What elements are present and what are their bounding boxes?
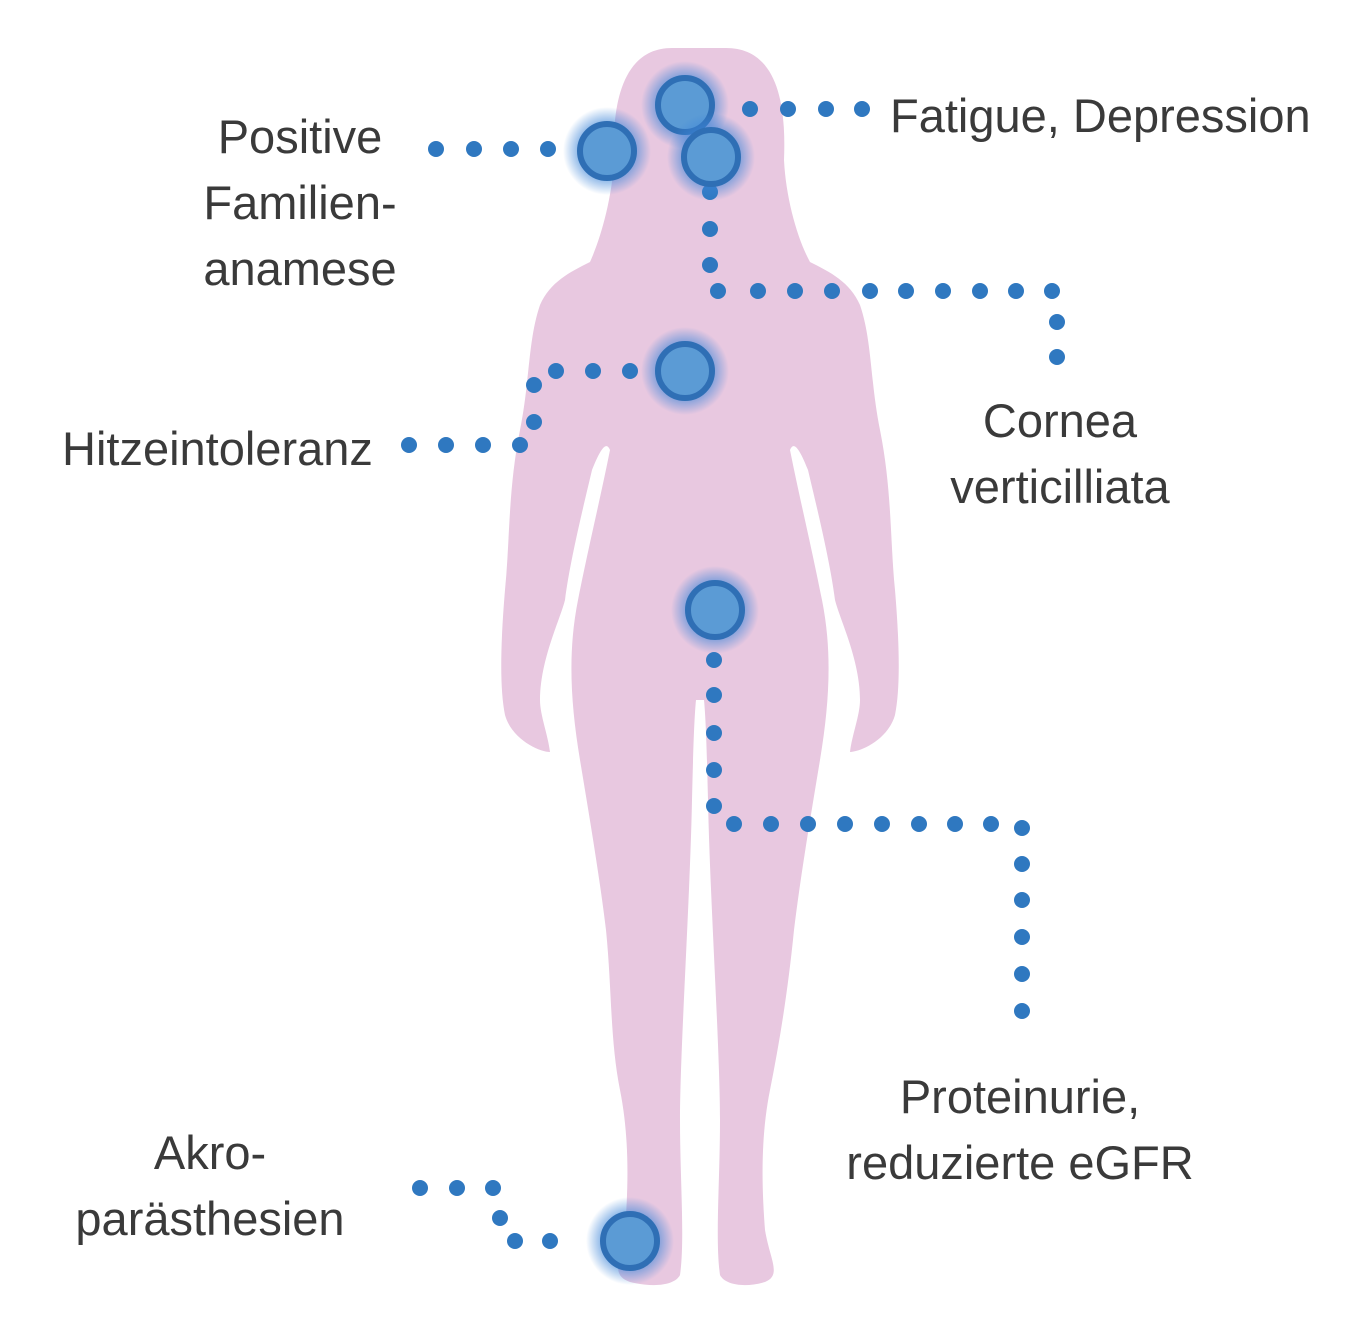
- connector-dot-acro: [507, 1233, 523, 1249]
- label-family-history: Positive Familien- anamese: [203, 110, 397, 295]
- connector-dot-family: [540, 141, 556, 157]
- connector-dot-family: [503, 141, 519, 157]
- connector-dot-cornea: [702, 257, 718, 273]
- connector-dot-kidney: [874, 816, 890, 832]
- connector-dot-kidney: [726, 816, 742, 832]
- connector-dot-fatigue: [854, 101, 870, 117]
- connector-dot-cornea: [702, 221, 718, 237]
- marker-kidney: [671, 566, 759, 654]
- connector-dot-heat: [548, 363, 564, 379]
- label-cornea: Cornea verticilliata: [950, 394, 1170, 513]
- connector-dot-heat: [585, 363, 601, 379]
- connector-dot-kidney: [837, 816, 853, 832]
- marker-heat-intolerance: [641, 327, 729, 415]
- connector-dot-cornea: [710, 283, 726, 299]
- connector-dot-kidney: [800, 816, 816, 832]
- connector-dot-fatigue: [818, 101, 834, 117]
- connector-dot-heat: [475, 437, 491, 453]
- label-acro: Akro- parästhesien: [75, 1126, 345, 1245]
- connector-dot-acro: [412, 1180, 428, 1196]
- connector-dot-kidney: [1014, 856, 1030, 872]
- connector-dot-cornea: [1049, 314, 1065, 330]
- connector-dot-kidney: [911, 816, 927, 832]
- marker-cornea: [667, 113, 755, 201]
- label-kidney: Proteinurie, reduzierte eGFR: [846, 1070, 1194, 1189]
- connector-dot-kidney: [706, 652, 722, 668]
- connector-dot-kidney: [1014, 1003, 1030, 1019]
- connector-dot-cornea: [935, 283, 951, 299]
- connector-dot-kidney: [763, 816, 779, 832]
- connector-dot-acro: [492, 1210, 508, 1226]
- connector-dot-kidney: [706, 798, 722, 814]
- connector-dot-cornea: [824, 283, 840, 299]
- connector-dot-heat: [526, 377, 542, 393]
- connector-dot-cornea: [1044, 283, 1060, 299]
- connector-dot-kidney: [1014, 966, 1030, 982]
- connector-dot-family: [466, 141, 482, 157]
- female-body-silhouette: [501, 48, 899, 1286]
- connector-dot-heat: [401, 437, 417, 453]
- connector-dot-fatigue: [742, 101, 758, 117]
- connector-dot-kidney: [706, 762, 722, 778]
- connector-dot-acro: [542, 1233, 558, 1249]
- connector-dot-heat: [512, 437, 528, 453]
- connector-dot-cornea: [972, 283, 988, 299]
- connector-dot-kidney: [706, 725, 722, 741]
- marker-acro: [586, 1197, 674, 1285]
- dotted-connectors: [401, 101, 1065, 1249]
- connector-dot-kidney: [706, 687, 722, 703]
- connector-dot-cornea: [787, 283, 803, 299]
- connector-dot-cornea: [862, 283, 878, 299]
- connector-dot-kidney: [983, 816, 999, 832]
- connector-dot-heat: [622, 363, 638, 379]
- label-heat-intolerance: Hitzeintoleranz: [62, 422, 373, 475]
- marker-family-history: [563, 107, 651, 195]
- connector-dot-kidney: [1014, 929, 1030, 945]
- connector-dot-cornea: [750, 283, 766, 299]
- connector-dot-acro: [449, 1180, 465, 1196]
- label-fatigue: Fatigue, Depression: [890, 89, 1311, 142]
- connector-dot-acro: [485, 1180, 501, 1196]
- connector-dot-cornea: [898, 283, 914, 299]
- connector-dot-kidney: [947, 816, 963, 832]
- connector-dot-heat: [438, 437, 454, 453]
- connector-dot-kidney: [1014, 892, 1030, 908]
- connector-dot-family: [428, 141, 444, 157]
- connector-dot-heat: [526, 414, 542, 430]
- connector-dot-fatigue: [780, 101, 796, 117]
- connector-dot-cornea: [1008, 283, 1024, 299]
- symptom-markers: [563, 61, 759, 1285]
- connector-dot-cornea: [1049, 349, 1065, 365]
- connector-dot-kidney: [1014, 820, 1030, 836]
